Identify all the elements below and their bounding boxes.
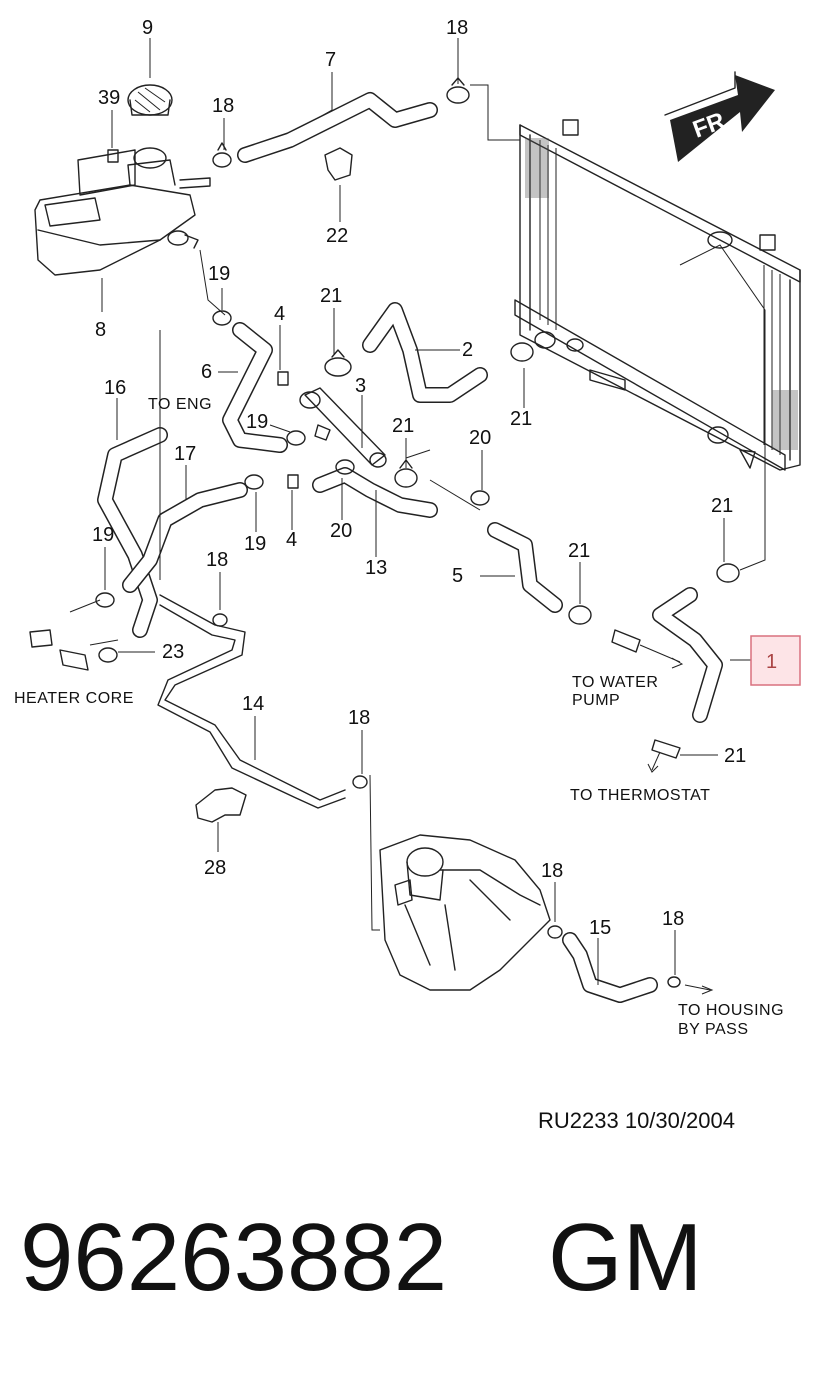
callout-21: 21 <box>711 495 733 517</box>
throttle-body-assembly <box>379 834 551 991</box>
callout-8: 8 <box>95 319 106 341</box>
callout-14: 14 <box>242 693 264 715</box>
part-footer: 96263882 GM <box>0 1190 840 1340</box>
callout-15: 15 <box>589 917 611 939</box>
callout-18: 18 <box>348 707 370 729</box>
callout-7: 7 <box>325 49 336 71</box>
callout-16: 16 <box>104 377 126 399</box>
note-to-housing-line1: TO HOUSING <box>678 1002 784 1019</box>
callout-2: 2 <box>462 339 473 361</box>
callout-20: 20 <box>469 427 491 449</box>
callout-19: 19 <box>92 524 114 546</box>
callout-21: 21 <box>320 285 342 307</box>
callout-6: 6 <box>201 361 212 383</box>
note-to-thermostat: TO THERMOSTAT <box>570 787 710 804</box>
callout-9: 9 <box>142 17 153 39</box>
bracket-22 <box>324 147 353 181</box>
callout-28: 28 <box>204 857 226 879</box>
note-to-water-pump-line2: PUMP <box>572 692 620 709</box>
note-to-engine: TO ENG <box>148 396 212 413</box>
pipe-14 <box>157 594 346 809</box>
callout-19: 19 <box>244 533 266 555</box>
callout-4: 4 <box>286 529 297 551</box>
callout-13: 13 <box>365 557 387 579</box>
hose-5 <box>429 479 684 669</box>
callout-1: 1 <box>766 651 777 673</box>
callout-17: 17 <box>174 443 196 465</box>
callout-18: 18 <box>446 17 468 39</box>
heater-core-fittings <box>29 599 119 671</box>
callout-21: 21 <box>392 415 414 437</box>
radiator <box>514 119 801 571</box>
callout-labels: 9 39 18 18 7 22 8 19 21 2 4 6 3 16 19 21… <box>92 17 746 939</box>
hose-1 <box>647 587 723 773</box>
callout-22: 22 <box>326 225 348 247</box>
note-to-water-pump-line1: TO WATER <box>572 674 658 691</box>
callout-18: 18 <box>212 95 234 117</box>
reservoir-cap <box>127 84 173 169</box>
hose-17 <box>122 482 248 593</box>
callout-19: 19 <box>208 263 230 285</box>
part-number: 96263882 <box>20 1204 448 1311</box>
hose-2 <box>362 302 488 403</box>
callout-3: 3 <box>355 375 366 397</box>
hose-13 <box>312 467 438 518</box>
callout-39: 39 <box>98 87 120 109</box>
callout-19: 19 <box>246 411 268 433</box>
cap-bolt <box>107 149 119 163</box>
callout-20: 20 <box>330 520 352 542</box>
highlighted-callout: 1 <box>750 635 801 686</box>
callout-18: 18 <box>541 860 563 882</box>
note-to-housing-line2: BY PASS <box>678 1021 749 1038</box>
callout-4: 4 <box>274 303 285 325</box>
callout-21: 21 <box>724 745 746 767</box>
leader-lines <box>101 38 752 985</box>
front-direction-arrow: FR <box>664 71 775 162</box>
callout-21: 21 <box>510 408 532 430</box>
clip-28 <box>195 787 247 823</box>
callout-18: 18 <box>662 908 684 930</box>
hose-6 <box>222 322 288 453</box>
callout-18: 18 <box>206 549 228 571</box>
hose-7 <box>237 92 438 163</box>
clamps <box>95 77 740 988</box>
highlight-box <box>750 635 801 686</box>
callout-5: 5 <box>452 565 463 587</box>
hose-15 <box>562 932 714 1003</box>
hose-16 <box>97 427 168 638</box>
diagram-notes: TO ENG HEATER CORE TO WATER PUMP TO THER… <box>14 396 784 1133</box>
callout-21: 21 <box>568 540 590 562</box>
callout-23: 23 <box>162 641 184 663</box>
note-heater-core: HEATER CORE <box>14 690 134 707</box>
outlet-pipe-3 <box>299 387 387 468</box>
coolant-reservoir <box>34 149 211 276</box>
drawing-reference: RU2233 10/30/2004 <box>538 1108 735 1133</box>
brand-name: GM <box>548 1204 703 1311</box>
